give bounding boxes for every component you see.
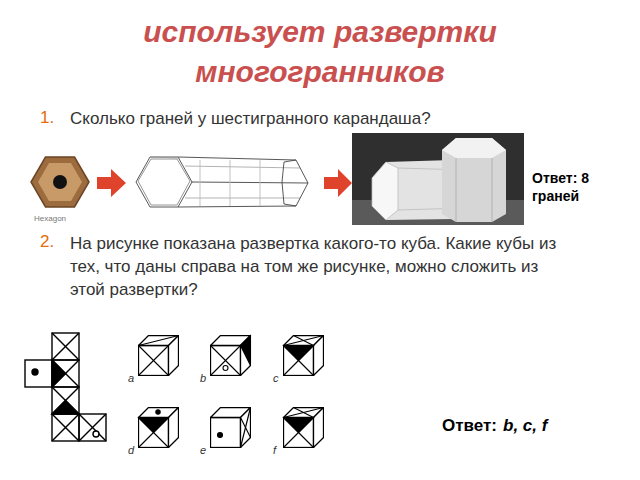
slide-title: использует развертки многогранников (80, 12, 560, 92)
pencil-sketch (136, 157, 308, 207)
item-number: 1. (40, 108, 54, 128)
cube-letter: b (200, 372, 206, 384)
answer-text: Ответ: 8 граней (532, 169, 616, 205)
cube-letter: d (128, 444, 134, 456)
pencil-photo (30, 152, 92, 212)
red-arrow (97, 169, 126, 197)
prism-photo (352, 133, 524, 225)
cube-options (139, 336, 324, 448)
cube-letter: c (273, 372, 279, 384)
question-text: Сколько граней у шестигранного карандаша… (70, 108, 610, 130)
question-text: На рисунке показана развертка какого-то … (70, 232, 565, 301)
answer-value: b, c, f (503, 416, 547, 436)
item-number: 2. (40, 232, 54, 252)
cube-letter: a (128, 372, 134, 384)
cube-letter: f (273, 444, 276, 456)
image-caption: Hexagon (34, 214, 66, 223)
answer-label: Ответ: (442, 416, 497, 436)
cube-letter: e (200, 444, 206, 456)
answer-box: Ответ: 8 граней (527, 166, 621, 210)
red-arrow (324, 169, 352, 197)
cube-net (25, 333, 106, 441)
